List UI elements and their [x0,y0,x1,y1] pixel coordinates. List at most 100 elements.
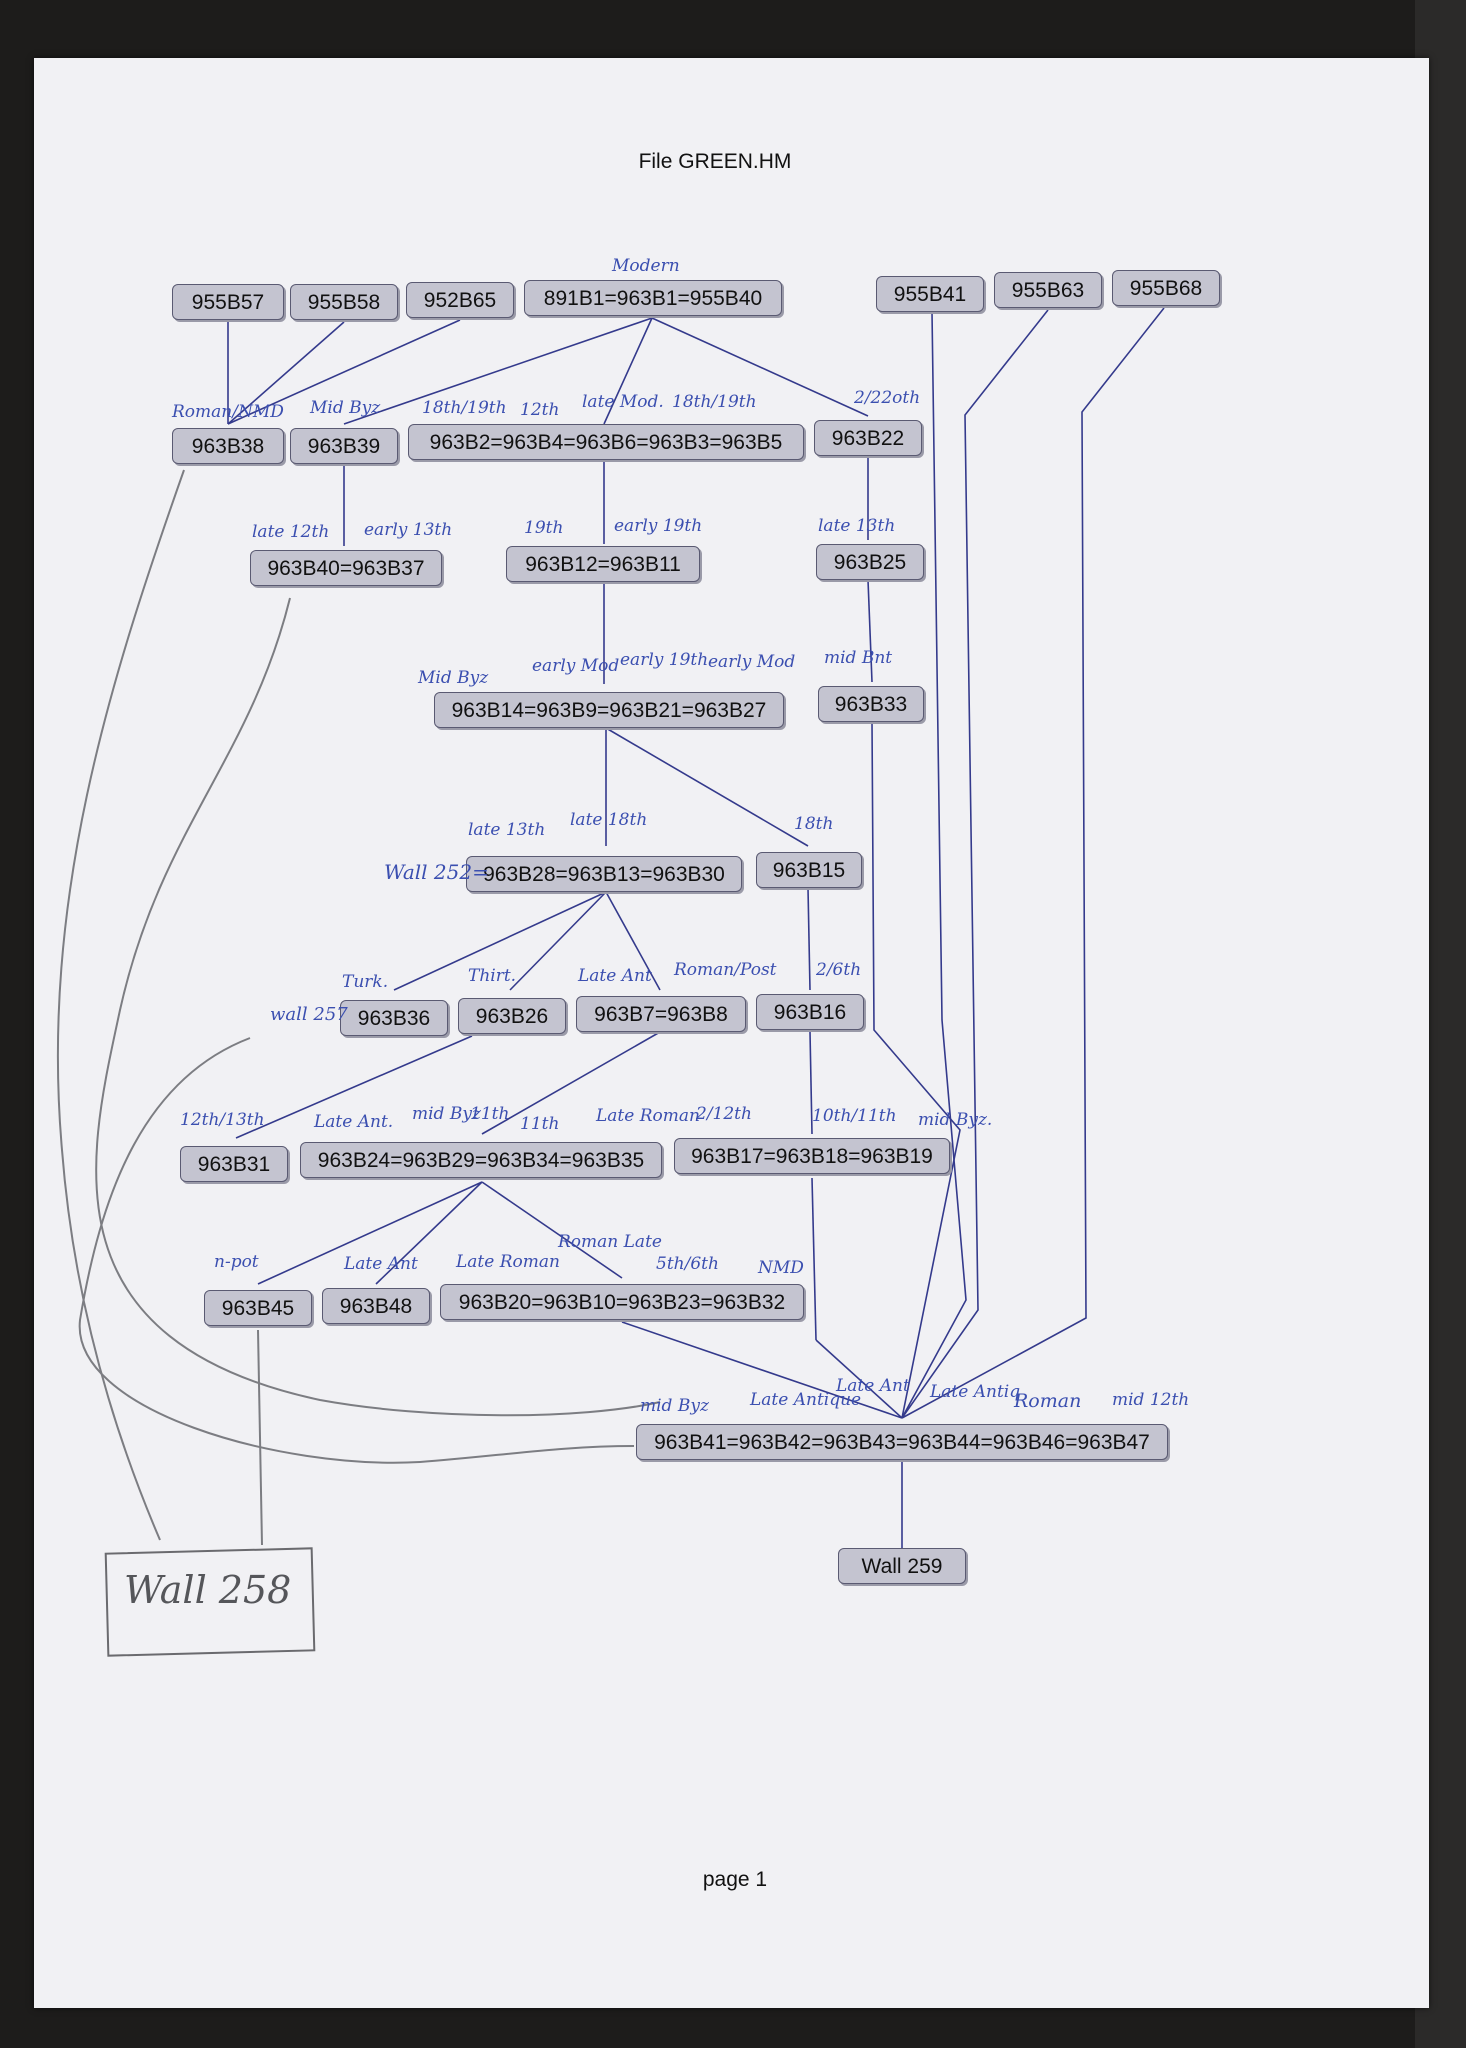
annotation: mid Byz. [918,1110,993,1130]
annotation: Mid Byz [310,398,381,418]
annotation: n-pot [214,1252,259,1272]
node-955b58[interactable]: 955B58 [290,284,398,320]
pencil-line [78,1037,635,1464]
node-963b33[interactable]: 963B33 [818,686,924,722]
annotation: late 12th [252,522,330,542]
annotation: late Mod. [582,392,664,412]
edge [257,1181,483,1285]
edge [343,317,653,425]
annotation: 18th [794,814,834,834]
node-955b63[interactable]: 955B63 [994,272,1102,308]
annotation: 12th [520,400,560,420]
annotation: early Mod [532,656,620,676]
edge [871,721,961,1419]
pencil-line [257,1329,263,1546]
edge [605,727,809,847]
annotation: mid Byz [412,1104,481,1124]
node-963b22[interactable]: 963B22 [814,420,922,456]
annotation: 2/6th [816,960,862,980]
node-963b31[interactable]: 963B31 [180,1146,288,1182]
annotation: late 18th [570,810,648,830]
annotation: 11th [470,1104,510,1124]
annotation: Roman/NMD [172,402,284,422]
node-955b41[interactable]: 955B41 [876,276,984,312]
wall-258-label: Wall 258 [124,1568,292,1612]
annotation: Roman/Post [674,960,777,980]
annotation: late 13th [468,820,546,840]
annotation: 12th/13th [180,1110,265,1130]
edge [651,317,869,417]
edge [481,1031,661,1135]
page-title: File GREEN.HM [638,150,792,173]
node-952b65[interactable]: 952B65 [406,282,514,318]
annotation: late 13th [818,516,896,536]
node-963b38[interactable]: 963B38 [172,428,284,464]
annotation: 5th/6th [656,1254,719,1274]
node-963b28[interactable]: 963B28=963B13=963B30 [466,856,742,892]
edge [815,1339,903,1419]
node-891b1[interactable]: 891B1=963B1=955B40 [524,280,782,316]
edge [809,1031,813,1135]
edge [227,319,461,425]
pencil-line [95,597,661,1417]
annotation: early 19th [614,516,703,536]
annotation: wall 257 [270,1004,348,1025]
node-955b57[interactable]: 955B57 [172,284,284,320]
annotation: Late Roman [456,1252,560,1272]
node-963b12[interactable]: 963B12=963B11 [506,546,700,582]
annotation: Turk. [342,972,389,992]
edge [867,579,873,683]
pencil-line [56,469,185,1541]
node-963b36[interactable]: 963B36 [340,1000,448,1036]
page-number: page 1 [702,1868,768,1891]
annotation: 2/22oth [854,388,921,408]
edge [901,309,1049,1419]
edge [901,311,967,1419]
node-955b68[interactable]: 955B68 [1112,270,1220,306]
node-963b25[interactable]: 963B25 [816,544,924,580]
node-963b41[interactable]: 963B41=963B42=963B43=963B44=963B46=963B4… [636,1424,1168,1460]
node-wall-259[interactable]: Wall 259 [838,1548,966,1584]
node-963b17[interactable]: 963B17=963B18=963B19 [674,1138,950,1174]
edge [621,1321,903,1419]
annotation: Thirt. [468,966,517,986]
node-963b20[interactable]: 963B20=963B10=963B23=963B32 [440,1284,804,1320]
annotation: Late Ant [578,966,652,986]
edge [509,891,607,991]
node-963b24[interactable]: 963B24=963B29=963B34=963B35 [300,1142,662,1178]
annotation: Late Roman [596,1106,700,1126]
edge [811,1177,817,1341]
node-963b7[interactable]: 963B7=963B8 [576,996,746,1032]
node-963b2[interactable]: 963B2=963B4=963B6=963B3=963B5 [408,424,804,460]
annotation: Modern [612,256,680,276]
annotation: 19th [524,518,564,538]
paper-sheet [34,58,1429,2008]
annotation: Roman [1014,1390,1082,1412]
edge [901,307,1165,1419]
node-963b16[interactable]: 963B16 [756,994,864,1030]
annotation: Wall 252= [384,860,489,884]
annotation: Late Ant. [314,1112,394,1132]
node-963b26[interactable]: 963B26 [458,998,566,1034]
annotation: mid 12th [1112,1390,1190,1410]
node-963b14[interactable]: 963B14=963B9=963B21=963B27 [434,692,784,728]
node-963b40[interactable]: 963B40=963B37 [250,550,442,586]
node-963b15[interactable]: 963B15 [756,852,862,888]
node-963b39[interactable]: 963B39 [290,428,398,464]
annotation: Roman Late [558,1232,662,1252]
edge [235,1035,473,1139]
annotation: Late Antiq [930,1382,1021,1402]
annotation: Mid Byz [418,668,489,688]
edge [605,891,661,991]
node-963b48[interactable]: 963B48 [322,1288,430,1324]
edge [807,887,811,991]
annotation: Late Ant [344,1254,418,1274]
edge [603,317,653,425]
annotation: 18th/19th [422,398,507,418]
annotation: early 13th [364,520,453,540]
annotation: early 19th [620,650,709,670]
edge [481,1181,623,1279]
annotation: 11th [520,1114,560,1134]
node-963b45[interactable]: 963B45 [204,1290,312,1326]
edge [227,321,345,425]
